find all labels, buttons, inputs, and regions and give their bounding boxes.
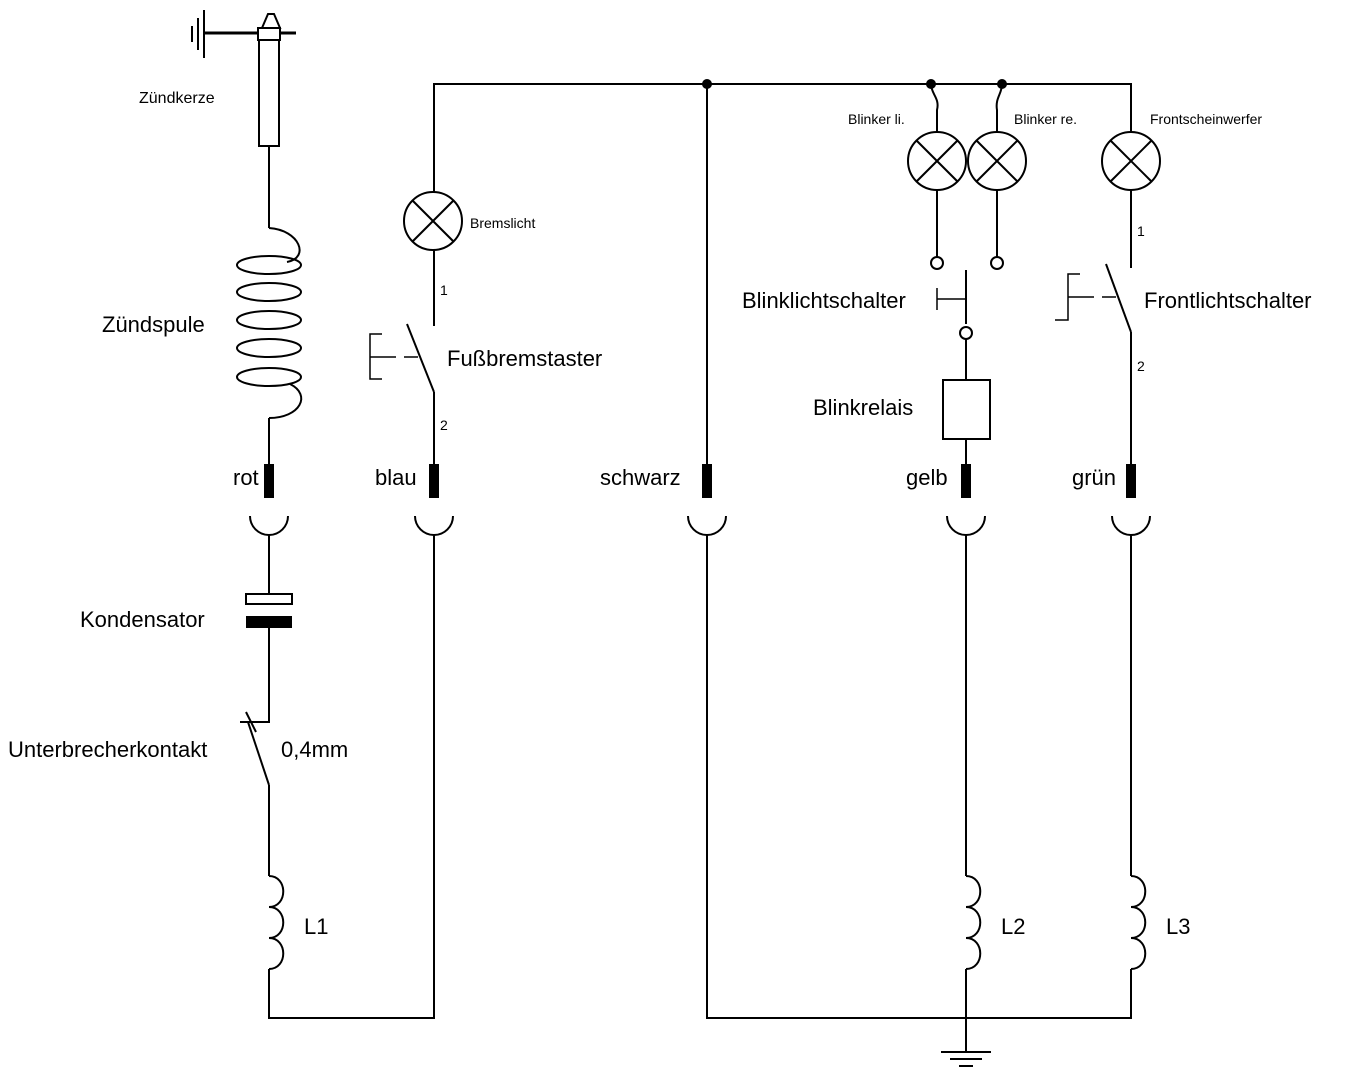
ground-circuit: schwarz xyxy=(600,79,1132,1067)
headlight-switch-label: Frontlichtschalter xyxy=(1144,288,1312,313)
connector-label-blau: blau xyxy=(375,465,417,490)
socket-rot xyxy=(249,515,289,536)
connector-label-schwarz: schwarz xyxy=(600,465,681,490)
socket-gruen xyxy=(1111,515,1151,536)
connector-pin-blau xyxy=(429,464,439,498)
ignition-circuit: Zündkerze Zündspule rot Kondensator xyxy=(8,10,435,1019)
brake-pin-1: 1 xyxy=(440,282,448,298)
brake-switch-icon xyxy=(369,323,435,393)
socket-gelb xyxy=(946,515,986,536)
capacitor-icon xyxy=(245,593,293,628)
inductor-l2-label: L2 xyxy=(1001,914,1025,939)
inductor-l3-icon xyxy=(1130,875,1147,970)
turn-signal-circuit: Blinker li. Blinker re. Blinklichtschalt… xyxy=(742,79,1077,1018)
brake-pin-2: 2 xyxy=(440,417,448,433)
ignition-coil-icon xyxy=(236,227,303,419)
connector-pin-gruen xyxy=(1126,464,1136,498)
turn-signal-switch-icon xyxy=(936,270,973,340)
headlight-circuit: Frontscheinwerfer 1 Frontlichtschalter 2… xyxy=(1055,111,1312,970)
headlight-pin-1: 1 xyxy=(1137,223,1145,239)
headlight-switch-icon xyxy=(1055,263,1132,333)
spark-plug-label: Zündkerze xyxy=(139,90,215,107)
socket-schwarz xyxy=(687,515,727,536)
headlight-label: Frontscheinwerfer xyxy=(1150,111,1262,127)
flasher-relay-label: Blinkrelais xyxy=(813,395,913,420)
breaker-gap-label: 0,4mm xyxy=(281,737,348,762)
brake-switch-label: Fußbremstaster xyxy=(447,346,602,371)
connector-pin-gelb xyxy=(961,464,971,498)
connector-label-gruen: grün xyxy=(1072,465,1116,490)
connector-pin-rot xyxy=(264,464,274,498)
brake-lamp-label: Bremslicht xyxy=(470,215,535,231)
flasher-relay-icon xyxy=(942,379,991,440)
inductor-l3-label: L3 xyxy=(1166,914,1190,939)
connector-pin-schwarz xyxy=(702,464,712,498)
connector-label-gelb: gelb xyxy=(906,465,948,490)
inductor-l2-icon xyxy=(965,875,982,970)
spark-plug-icon xyxy=(257,13,282,147)
inductor-l1-label: L1 xyxy=(304,914,328,939)
breaker-contact-label: Unterbrecherkontakt xyxy=(8,737,207,762)
ground-icon xyxy=(941,1018,991,1067)
turn-signal-switch-label: Blinklichtschalter xyxy=(742,288,906,313)
headlight-pin-2: 2 xyxy=(1137,358,1145,374)
turn-signal-left-label: Blinker li. xyxy=(848,111,905,127)
turn-signal-right-label: Blinker re. xyxy=(1014,111,1077,127)
breaker-contact-icon xyxy=(245,711,270,786)
inductor-l1-icon xyxy=(268,875,285,970)
capacitor-label: Kondensator xyxy=(80,607,205,632)
brake-light-circuit: Bremslicht 1 Fußbremstaster 2 blau xyxy=(369,83,1132,536)
connector-label-rot: rot xyxy=(233,465,259,490)
ignition-coil-label: Zündspule xyxy=(102,312,205,337)
socket-blau xyxy=(414,515,454,536)
